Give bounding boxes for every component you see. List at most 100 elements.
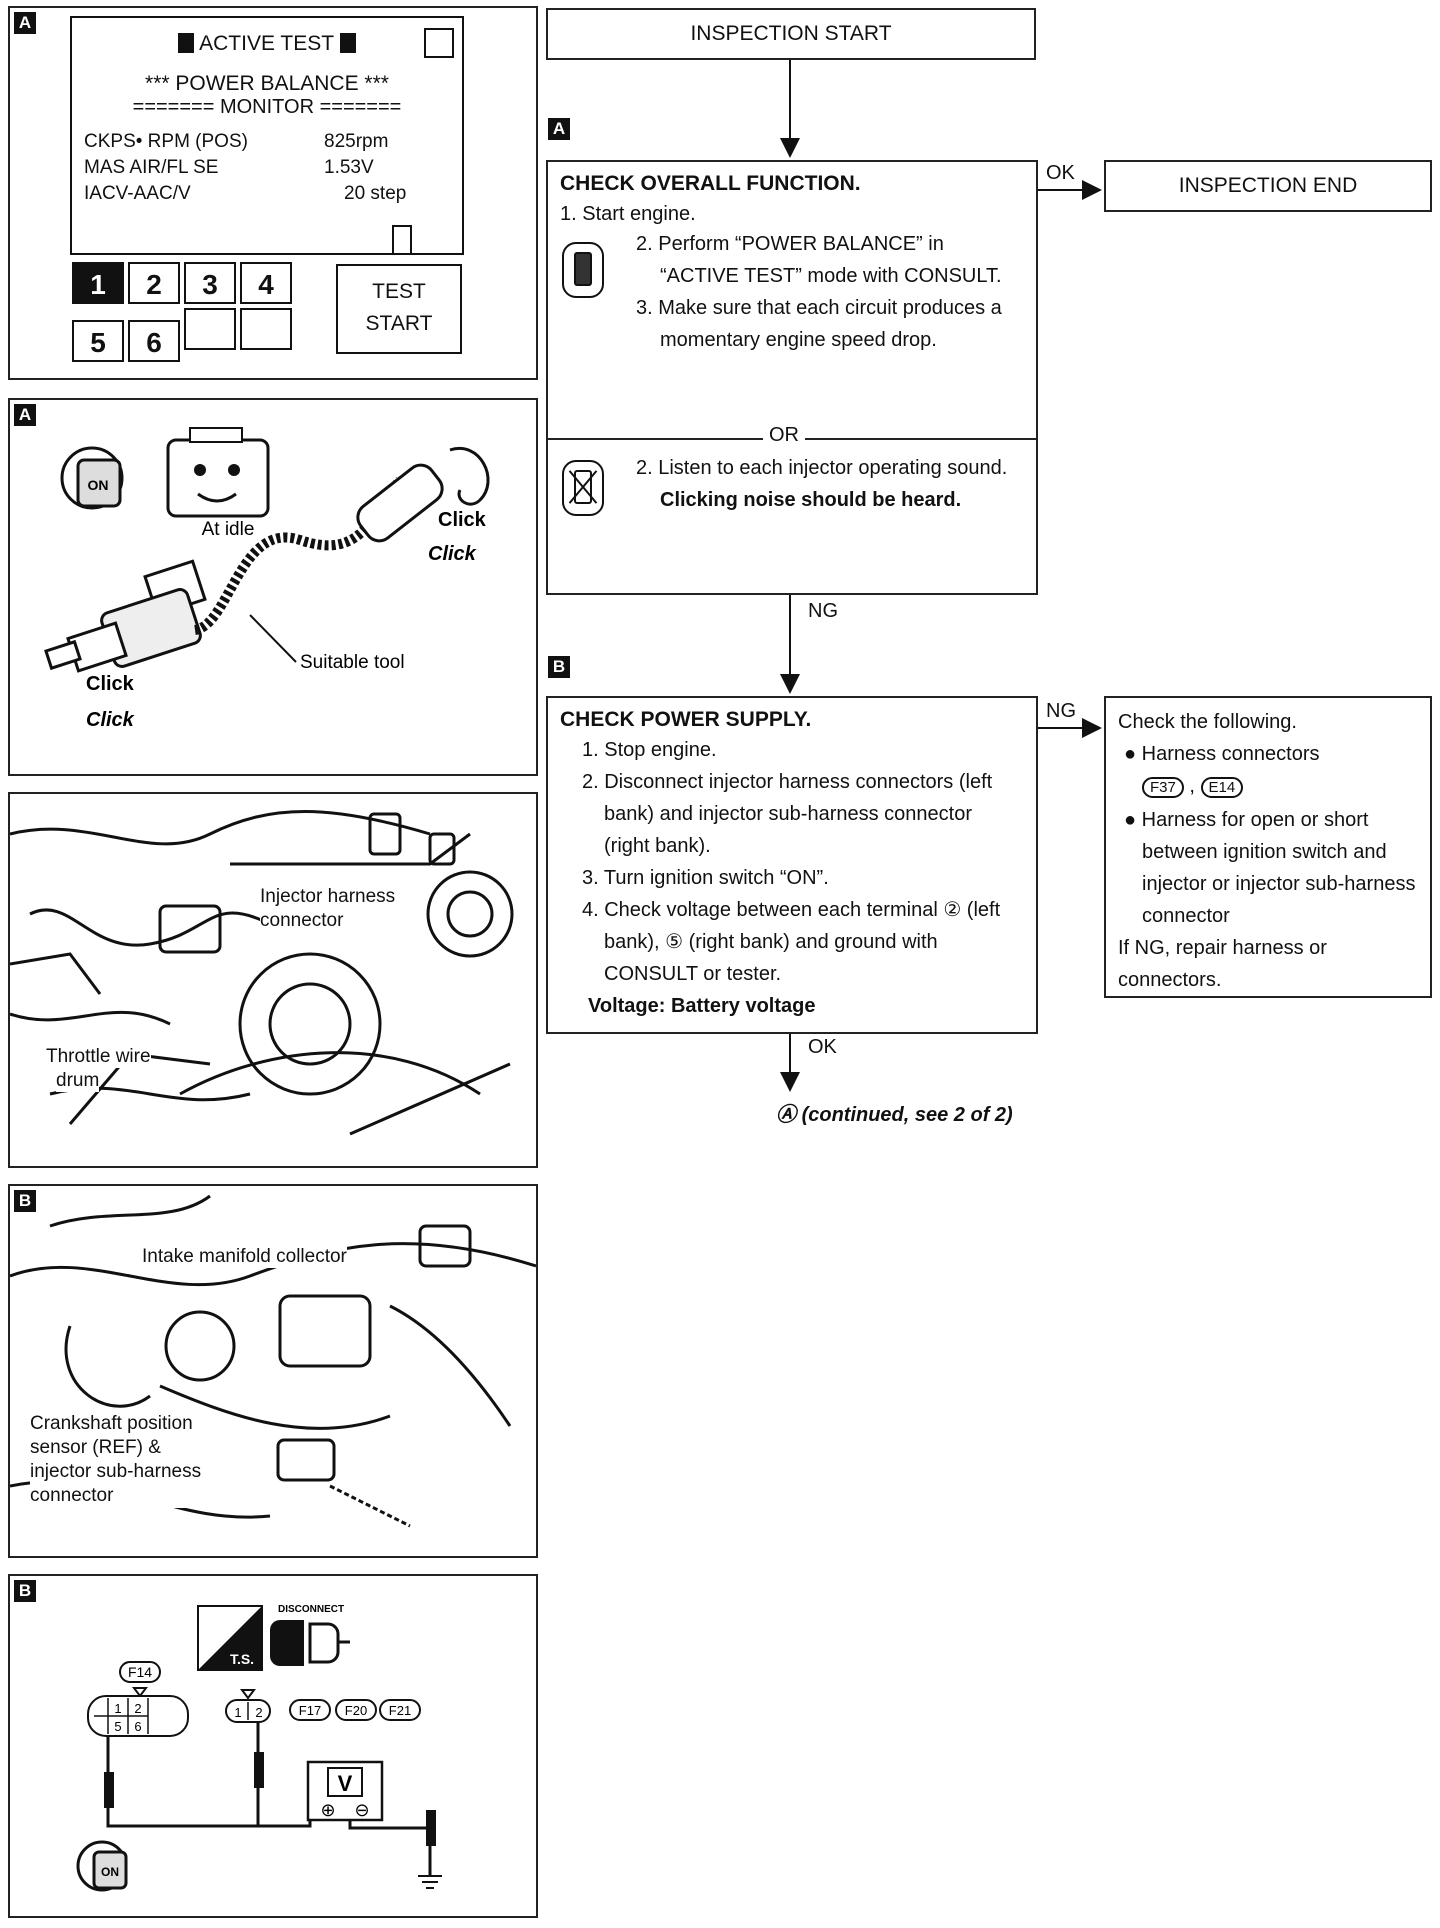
block-marker-icon [339, 33, 356, 53]
monitor-line: ======= MONITOR ======= [132, 96, 402, 118]
label-line: injector sub-harness [30, 1461, 202, 1482]
injector-icon [44, 559, 207, 673]
key-3[interactable]: 3 [184, 262, 236, 304]
inspection-start-box: INSPECTION START [546, 8, 1036, 60]
check-following-box: Check the following. ● Harness connector… [1104, 696, 1432, 998]
test-label: TEST [372, 280, 426, 303]
continued-mark-icon: Ⓐ [776, 1104, 796, 1126]
right-harness-connector: 1 2 [225, 1689, 271, 1723]
svg-text:2: 2 [134, 1701, 141, 1716]
suitable-tool-label: Suitable tool [300, 652, 405, 673]
power-balance-title: *** POWER BALANCE *** [145, 72, 389, 95]
voltage-diagram: T.S. DISCONNECT F14 1 2 5 6 1 2 [76, 1604, 442, 1892]
consult-screen-panel: A ACTIVE TEST *** POWER BALANCE *** ====… [8, 6, 538, 380]
click-label: Click [86, 709, 135, 731]
list-footer: If NG, repair harness or connectors. [1118, 937, 1327, 991]
list-title: Check the following. [1118, 711, 1297, 733]
start-label: START [365, 312, 433, 335]
edge-ok-label: OK [808, 1036, 837, 1058]
list-item-text: Harness for open or short between igniti… [1141, 809, 1416, 927]
key-2[interactable]: 2 [128, 262, 180, 304]
consult-tool-icon [562, 242, 604, 298]
connector-label: connector [260, 910, 344, 932]
ignition-key-icon: ON [76, 1840, 128, 1892]
key-4[interactable]: 4 [240, 262, 292, 304]
edge-ng-label: NG [808, 600, 838, 622]
step-line: 1. Stop engine. [582, 739, 717, 761]
disconnect-text: DISCONNECT [278, 1604, 344, 1615]
step-line: 3. Turn ignition switch “ON”. [582, 867, 829, 889]
key-blank[interactable] [240, 308, 292, 350]
inspection-end-box: INSPECTION END [1104, 160, 1432, 212]
consult-display: ACTIVE TEST *** POWER BALANCE *** ======… [70, 16, 464, 255]
ear-icon [449, 446, 490, 506]
svg-text:V: V [338, 1771, 353, 1796]
svg-text:F17: F17 [299, 1703, 321, 1718]
check1-title: CHECK OVERALL FUNCTION. [560, 172, 861, 195]
check1-alt-steps: 2. Listen to each injector operating sou… [630, 452, 1020, 516]
left-harness-connector: 1 2 5 6 [87, 1695, 189, 1737]
check1-consult-steps: 2. Perform “POWER BALANCE” in “ACTIVE TE… [630, 228, 1020, 356]
continued-note: Ⓐ (continued, see 2 of 2) [776, 1098, 1013, 1127]
check-list: Check the following. ● Harness connector… [1118, 706, 1420, 996]
leader-line [249, 614, 297, 663]
intake-manifold-panel: B Intake manifold collector Crankshaft p… [8, 1184, 538, 1558]
step-line: 2. Listen to each injector operating sou… [636, 457, 1008, 479]
click-label: Click [86, 673, 135, 695]
step-line: 3. Make sure that each circuit produces … [636, 297, 1002, 351]
step-line: 4. Check voltage between each terminal ②… [582, 899, 1001, 985]
ground-icon [418, 1875, 442, 1889]
f14-badge [119, 1661, 161, 1683]
check2-steps: 1. Stop engine. 2. Disconnect injector h… [560, 734, 1022, 1022]
voltmeter-icon: V ⊕ ⊖ [306, 1760, 384, 1822]
continued-link[interactable]: (continued, see 2 of 2) [801, 1104, 1013, 1126]
key-1[interactable]: 1 [72, 262, 124, 304]
label-line: Crankshaft position [30, 1413, 193, 1434]
intake-collector-label: Intake manifold collector [142, 1246, 347, 1268]
disconnect-connector-icon [270, 1620, 350, 1666]
block-marker-icon [178, 33, 195, 53]
svg-text:ON: ON [101, 1865, 119, 1879]
active-test-header: ACTIVE TEST [72, 32, 462, 56]
step-line: 2. Perform “POWER BALANCE” in “ACTIVE TE… [636, 233, 1002, 287]
check-power-supply-box: CHECK POWER SUPPLY. 1. Stop engine. 2. D… [546, 696, 1038, 1034]
svg-text:5: 5 [114, 1719, 121, 1734]
svg-text:⊖: ⊖ [354, 1800, 369, 1820]
label-line: sensor (REF) & [30, 1437, 161, 1458]
svg-text:6: 6 [134, 1719, 141, 1734]
tool-handle-icon [356, 463, 444, 543]
step-line: 2. Disconnect injector harness connector… [582, 771, 993, 857]
panel-tag: A [14, 12, 36, 34]
checkbox-icon [424, 28, 454, 58]
crankshaft-sensor-label: Crankshaft position sensor (REF) & injec… [30, 1412, 202, 1508]
edge-ng-label: NG [1046, 700, 1076, 722]
drum-label: drum [56, 1070, 100, 1092]
voltage-check-panel: B T.S. DISCONNECT F14 1 2 5 6 [8, 1574, 538, 1918]
panel-tag: A [14, 404, 36, 426]
step-bold: Voltage: Battery voltage [588, 995, 816, 1017]
key-5[interactable]: 5 [72, 320, 124, 362]
check-overall-function-box: CHECK OVERALL FUNCTION. 1. Start engine.… [546, 160, 1038, 595]
throttle-wire-label: Throttle wire [46, 1046, 151, 1068]
list-item: ● Harness for open or short between igni… [1124, 809, 1416, 927]
svg-text:F20: F20 [345, 1703, 367, 1718]
engine-face-icon [166, 427, 270, 518]
connector-codes: F37 , E14 [1118, 770, 1420, 804]
key-blank[interactable] [184, 308, 236, 350]
svg-text:F21: F21 [389, 1703, 411, 1718]
test-start-button[interactable]: TEST START [336, 264, 462, 354]
click-label: Click [438, 509, 487, 531]
ignition-key-icon: ON [60, 446, 124, 510]
connector-badge: E14 [1200, 777, 1244, 798]
step-line: 1. Start engine. [560, 203, 696, 225]
panel-tag: B [14, 1580, 36, 1602]
list-item-text: Harness connectors [1141, 743, 1320, 765]
header-text: ACTIVE TEST [199, 32, 334, 55]
key-6[interactable]: 6 [128, 320, 180, 362]
ignition-text: ON [88, 477, 109, 493]
listen-injector-panel: A ON At idle Click Click Click [8, 398, 538, 776]
